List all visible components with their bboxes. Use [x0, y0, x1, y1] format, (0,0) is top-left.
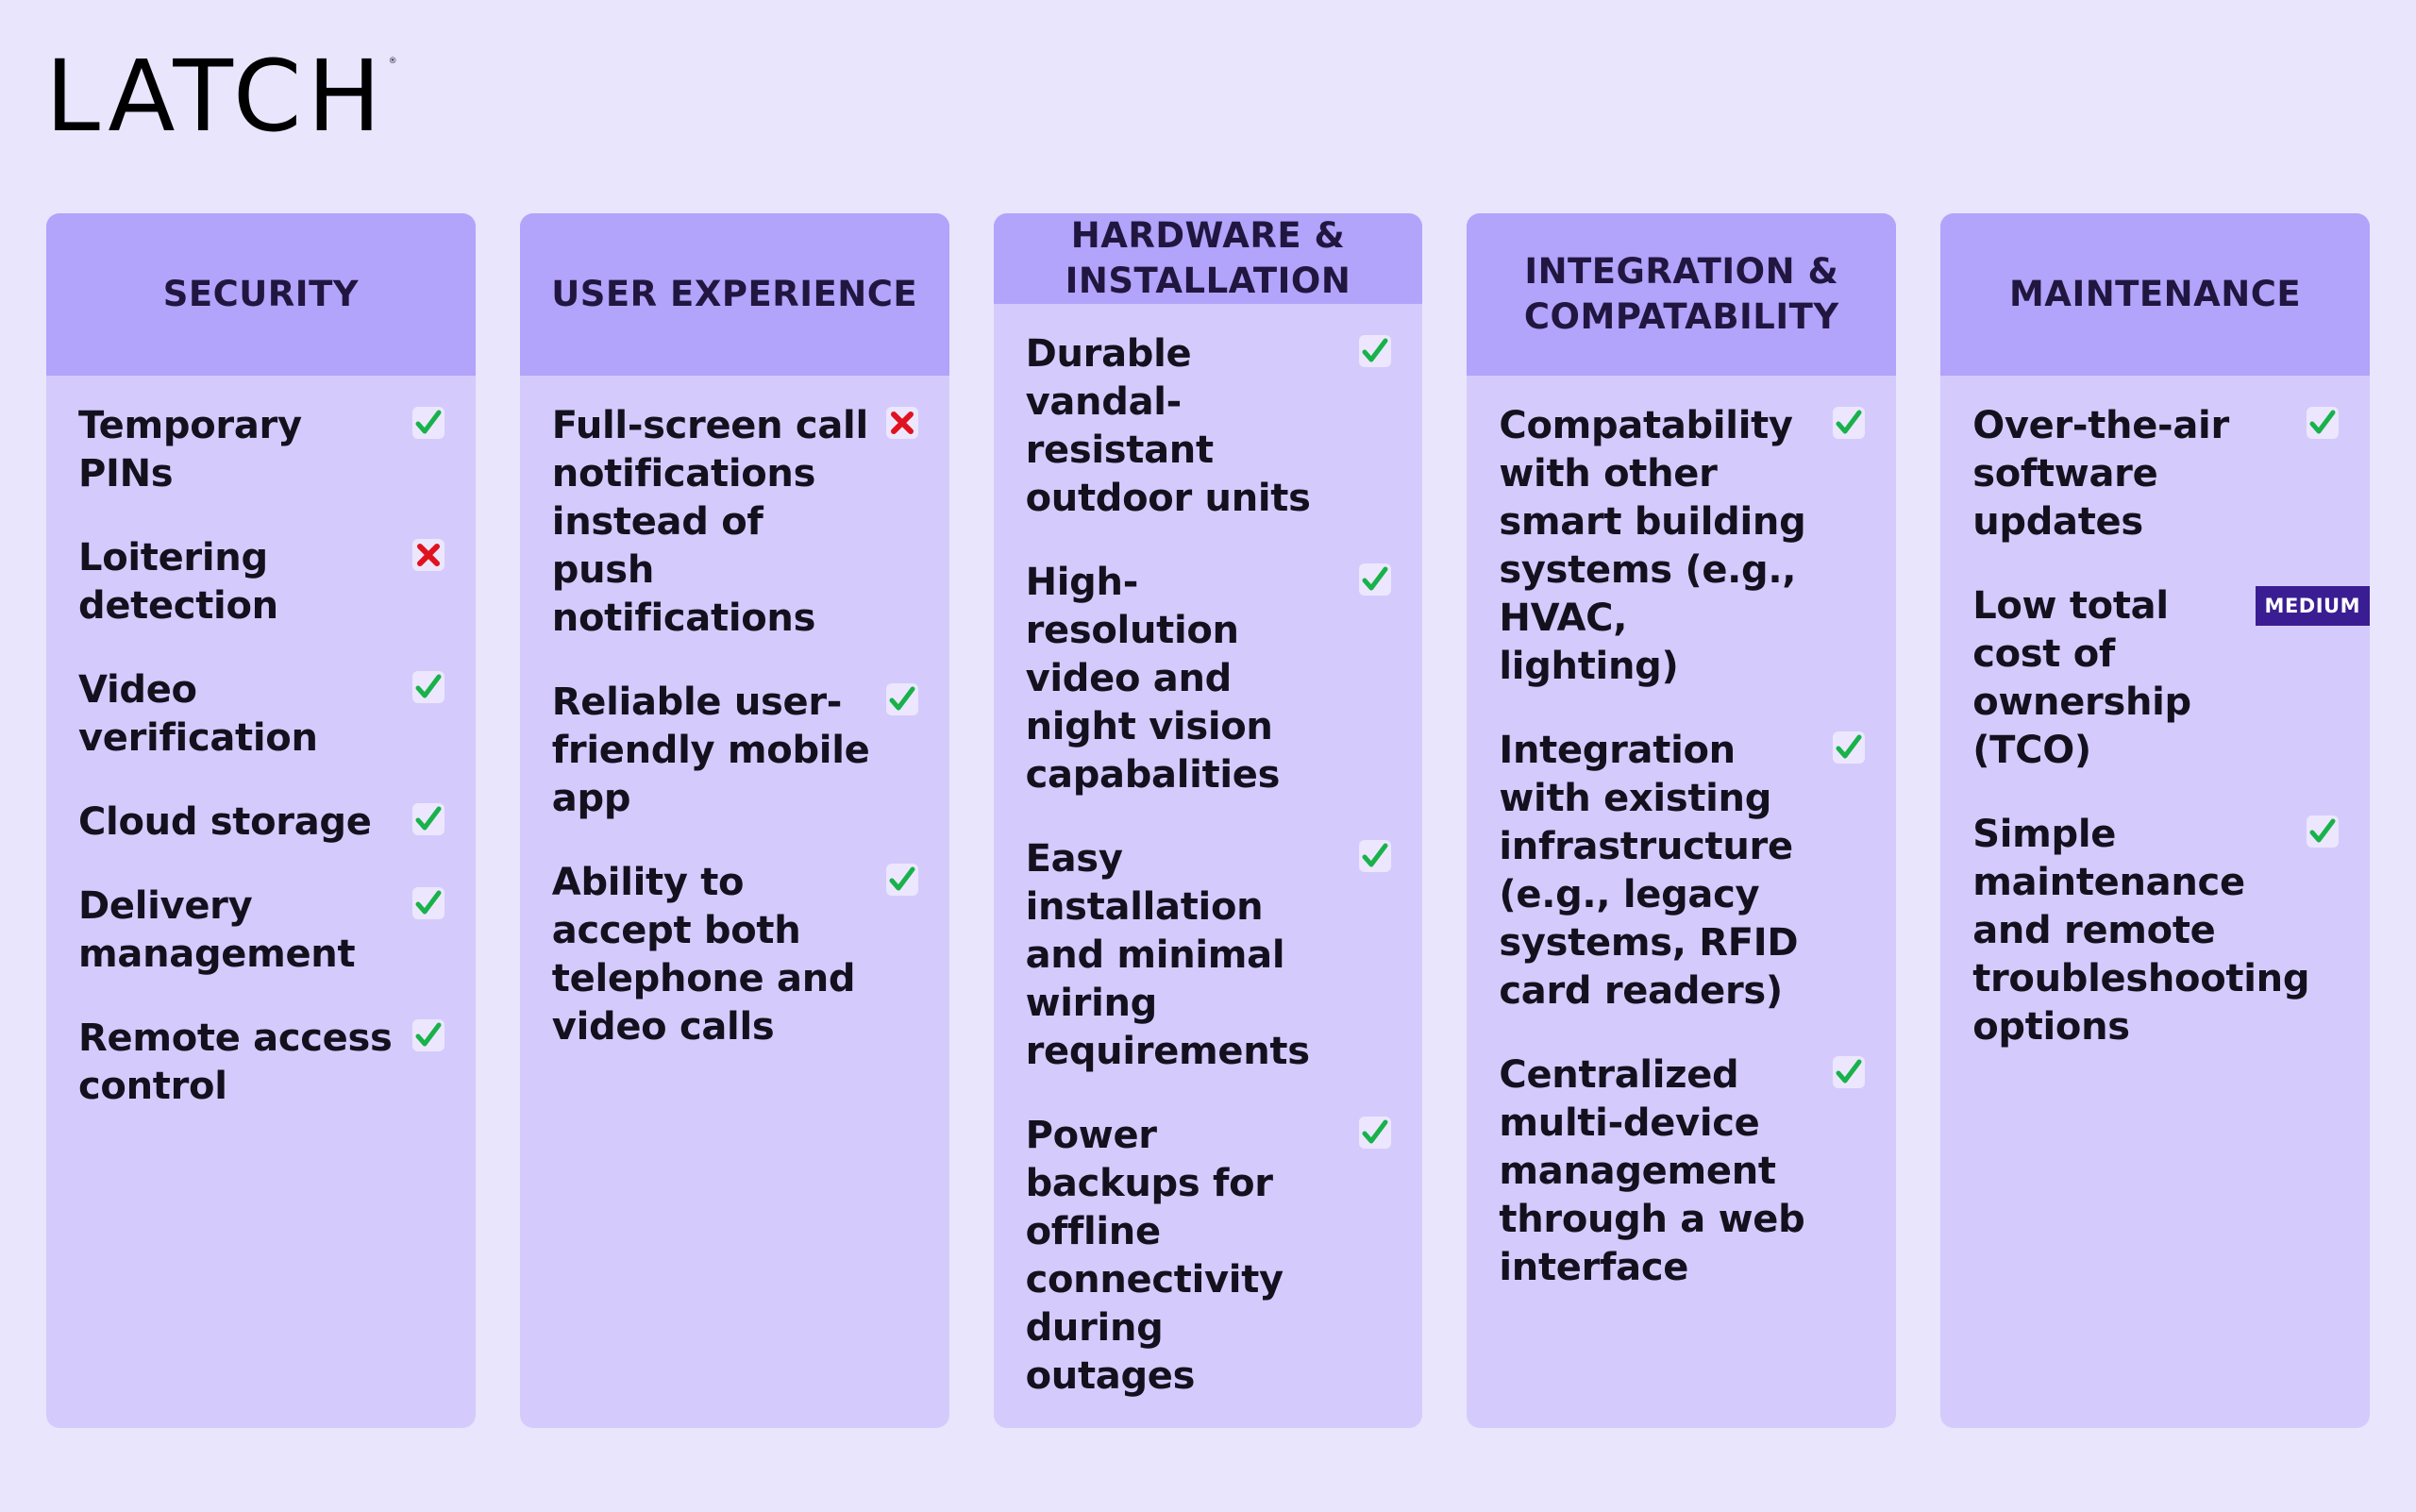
feature-item: Temporary PINs [78, 402, 449, 498]
check-icon [1830, 404, 1868, 442]
check-icon [1356, 561, 1394, 598]
feature-label: Cloud storage [78, 800, 372, 844]
feature-label: Temporary PINs [78, 404, 302, 496]
feature-item: Low total cost of ownership (TCO) MEDIUM [1972, 582, 2370, 775]
feature-item: Cloud storage [78, 798, 449, 847]
latch-logo: LATCH ® [45, 39, 397, 154]
feature-label: Over-the-air software updates [1972, 404, 2229, 544]
feature-item: Simple maintenance and remote troublesho… [1972, 811, 2343, 1051]
check-icon [1356, 837, 1394, 875]
feature-item: Easy installation and minimal wiring req… [1026, 835, 1397, 1076]
feature-item: Over-the-air software updates [1972, 402, 2343, 546]
feature-item: Video verification [78, 666, 449, 763]
check-icon [2304, 404, 2341, 442]
column-title: HARDWARE & INSTALLATION [1065, 215, 1351, 301]
feature-label: Loitering detection [78, 536, 278, 628]
registered-mark: ® [388, 57, 397, 66]
check-icon [883, 861, 921, 899]
feature-label: Simple maintenance and remote troublesho… [1972, 813, 2310, 1049]
feature-label: High-resolution video and night vision c… [1025, 561, 1281, 797]
check-icon [410, 800, 447, 838]
feature-label: Centralized multi-device management thro… [1499, 1053, 1805, 1289]
column-title: USER EXPERIENCE [551, 274, 918, 314]
feature-label: Remote access control [78, 1016, 393, 1108]
feature-label: Compatability with other smart building … [1499, 404, 1806, 688]
check-icon [410, 1016, 447, 1054]
feature-item: Centralized multi-device management thro… [1499, 1051, 1870, 1292]
check-icon [1356, 1114, 1394, 1151]
check-icon [410, 404, 447, 442]
feature-label: Power backups for offline connectivity d… [1025, 1114, 1284, 1398]
feature-list: Full-screen call notifications instead o… [520, 376, 949, 1087]
feature-item: Full-screen call notifications instead o… [552, 402, 923, 643]
feature-label: Durable vandal-resistant outdoor units [1025, 332, 1311, 520]
cross-icon [410, 536, 447, 574]
feature-label: Easy installation and minimal wiring req… [1025, 837, 1310, 1073]
feature-label: Delivery management [78, 884, 356, 976]
feature-item: Integration with existing infrastructure… [1499, 727, 1870, 1016]
check-icon [883, 680, 921, 718]
check-icon [1356, 332, 1394, 370]
column-title: INTEGRATION & COMPATABILITY [1523, 251, 1839, 337]
feature-item: Compatability with other smart building … [1499, 402, 1870, 691]
column-maintenance: MAINTENANCE Over-the-air software updates… [1940, 213, 2370, 1428]
feature-item: Remote access control [78, 1015, 449, 1111]
feature-item: Ability to accept both telephone and vid… [552, 859, 923, 1051]
column-header: HARDWARE & INSTALLATION [993, 213, 1423, 304]
feature-item: High-resolution video and night vision c… [1026, 559, 1397, 799]
feature-item: Delivery management [78, 882, 449, 979]
column-integration-compatability: INTEGRATION & COMPATABILITY Compatability… [1467, 213, 1897, 1428]
check-icon [410, 884, 447, 922]
column-header: MAINTENANCE [1940, 213, 2370, 376]
feature-label: Ability to accept both telephone and vid… [551, 861, 856, 1049]
check-icon [2304, 813, 2341, 850]
rating-badge: MEDIUM [2255, 586, 2370, 626]
feature-label: Reliable user-friendly mobile app [551, 680, 870, 820]
check-icon [1830, 729, 1868, 766]
check-icon [410, 668, 447, 706]
cross-icon [883, 404, 921, 442]
feature-label: Full-screen call notifications instead o… [551, 404, 868, 640]
check-icon [1830, 1053, 1868, 1091]
column-header: USER EXPERIENCE [519, 213, 949, 376]
column-header: INTEGRATION & COMPATABILITY [1467, 213, 1897, 376]
logo-wordmark: LATCH [45, 39, 387, 154]
column-user-experience: USER EXPERIENCE Full-screen call notifica… [519, 213, 949, 1428]
column-title: SECURITY [162, 274, 360, 314]
feature-item: Durable vandal-resistant outdoor units [1026, 330, 1397, 523]
feature-list: Compatability with other smart building … [1467, 376, 1896, 1328]
feature-item: Power backups for offline connectivity d… [1026, 1112, 1397, 1401]
column-header: SECURITY [46, 213, 476, 376]
feature-label: Video verification [78, 668, 318, 760]
column-title: MAINTENANCE [2008, 274, 2302, 314]
feature-item: Loitering detection [78, 534, 449, 630]
feature-item: Reliable user-friendly mobile app [552, 679, 923, 823]
feature-label: Integration with existing infrastructure… [1499, 729, 1799, 1013]
feature-label: Low total cost of ownership (TCO) [1972, 584, 2191, 772]
